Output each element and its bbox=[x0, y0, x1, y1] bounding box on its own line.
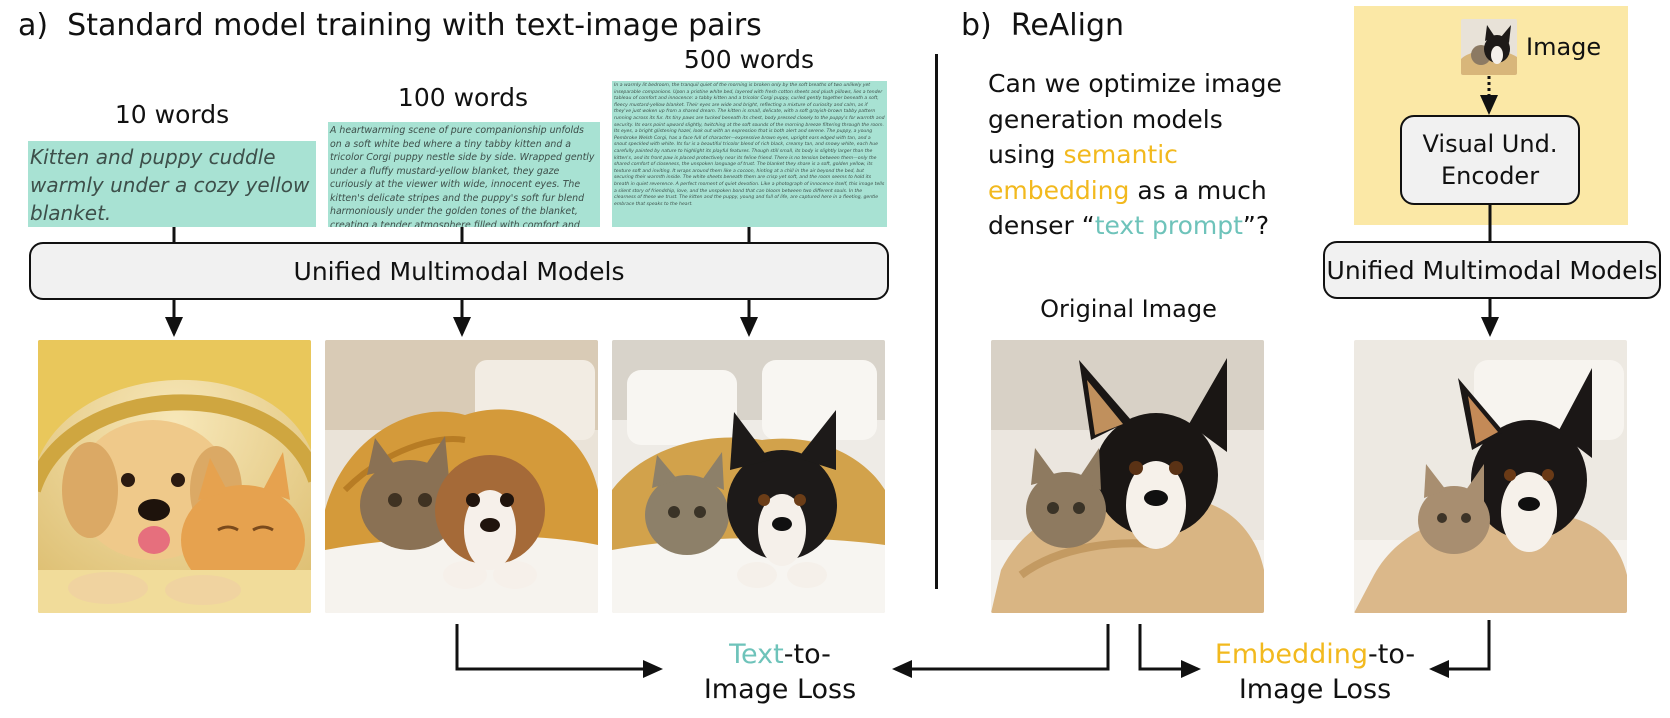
generated-image-500-words bbox=[612, 340, 885, 613]
caption-label-100-words: 100 words bbox=[397, 83, 529, 112]
text-loss-line-1: Text-to- bbox=[680, 637, 880, 672]
unified-multimodal-models-box: Unified Multimodal Models bbox=[29, 242, 889, 300]
input-image-thumbnail bbox=[1461, 19, 1517, 75]
embedding-to-image-loss: Embedding-to- Image Loss bbox=[1190, 637, 1440, 707]
realign-generated-image bbox=[1354, 340, 1627, 613]
text-loss-suffix: -to- bbox=[783, 639, 831, 670]
panel-b-title: b) ReAlign bbox=[961, 8, 1125, 43]
embedding-loss-line-1: Embedding-to- bbox=[1190, 637, 1440, 672]
text-to-image-loss: Text-to- Image Loss bbox=[680, 637, 880, 707]
image-label: Image bbox=[1526, 33, 1602, 61]
embedding-loss-suffix: -to- bbox=[1368, 639, 1416, 670]
original-image-label: Original Image bbox=[1040, 295, 1217, 323]
embedding-loss-highlight: Embedding bbox=[1214, 639, 1369, 670]
caption-100-words: A heartwarming scene of pure companionsh… bbox=[328, 122, 600, 227]
visual-understanding-encoder-box: Visual Und. Encoder bbox=[1400, 115, 1580, 205]
question-highlight-text-prompt: text prompt bbox=[1094, 211, 1243, 240]
caption-label-500-words: 500 words bbox=[683, 45, 815, 74]
question-text-1: Can we optimize image generation models … bbox=[988, 69, 1282, 169]
original-image-to-text-loss-arrow bbox=[892, 624, 1110, 678]
question-text-3: ”? bbox=[1242, 211, 1270, 240]
caption-label-10-words: 10 words bbox=[114, 100, 230, 129]
text-loss-highlight: Text bbox=[729, 639, 784, 670]
caption-500-words: In a warmly lit bedroom, the tranquil qu… bbox=[612, 81, 887, 227]
generated-image-to-text-loss-arrow bbox=[455, 624, 663, 678]
encoder-label: Visual Und. Encoder bbox=[1422, 130, 1558, 190]
realign-question: Can we optimize image generation models … bbox=[988, 66, 1288, 244]
question-text-2: as a much denser “ bbox=[988, 175, 1267, 241]
unified-multimodal-models-label: Unified Multimodal Models bbox=[293, 256, 625, 286]
original-image bbox=[991, 340, 1264, 613]
unified-multimodal-models-box-realign: Unified Multimodal Models bbox=[1323, 241, 1661, 299]
generated-image-10-words bbox=[38, 340, 311, 613]
caption-10-words: Kitten and puppy cuddle warmly under a c… bbox=[28, 141, 316, 227]
panel-a-title: a) Standard model training with text-ima… bbox=[18, 8, 762, 43]
unified-multimodal-models-label-realign: Unified Multimodal Models bbox=[1326, 255, 1658, 285]
realign-image-to-embedding-loss-arrow bbox=[1429, 620, 1491, 678]
generated-image-100-words bbox=[325, 340, 598, 613]
panel-divider bbox=[935, 54, 938, 589]
text-loss-line-2: Image Loss bbox=[703, 674, 857, 705]
question-highlight-semantic-embedding: semantic embedding bbox=[988, 140, 1178, 205]
embedding-loss-line-2: Image Loss bbox=[1238, 674, 1392, 705]
